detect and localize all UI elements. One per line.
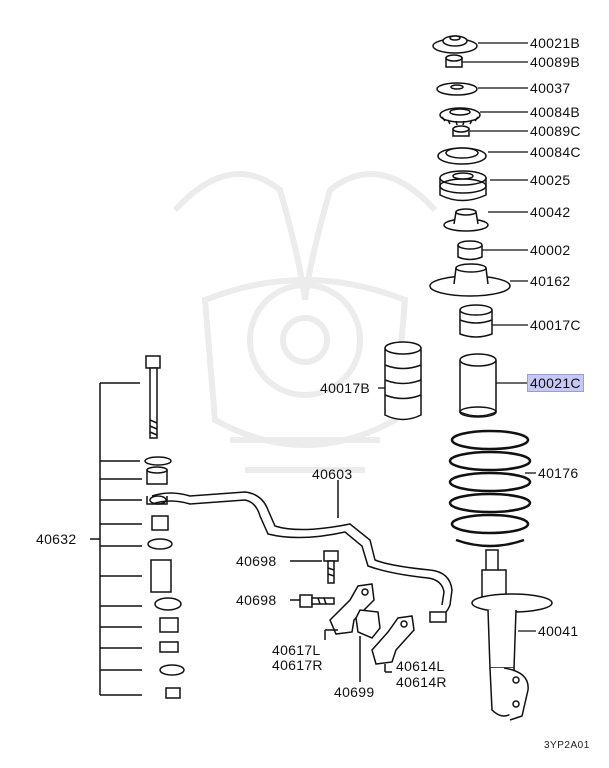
part-label-40089c[interactable]: 40089C xyxy=(530,123,581,139)
strut-40041 xyxy=(471,549,553,721)
bracket-40614 xyxy=(371,615,415,673)
part-label-40698-upper[interactable]: 40698 xyxy=(236,553,277,569)
watermark-logo xyxy=(172,171,438,473)
part-label-40603[interactable]: 40603 xyxy=(312,466,353,482)
part-label-40699[interactable]: 40699 xyxy=(334,684,375,700)
part-label-40021b[interactable]: 40021B xyxy=(530,35,581,51)
part-label-40021c-highlighted[interactable]: 40021C xyxy=(527,374,584,392)
part-label-40614l[interactable]: 40614L xyxy=(396,658,445,674)
nut-40089c xyxy=(452,125,470,137)
part-label-40002[interactable]: 40002 xyxy=(530,242,571,258)
coil-spring-40176 xyxy=(448,429,532,548)
part-label-40017b[interactable]: 40017B xyxy=(320,380,371,396)
part-label-40617r[interactable]: 40617R xyxy=(272,657,323,673)
part-label-40084b[interactable]: 40084B xyxy=(530,104,581,120)
insulator-40025 xyxy=(439,170,487,202)
part-label-40084c[interactable]: 40084C xyxy=(530,144,581,160)
link-bolt-stack-40632 xyxy=(90,355,185,699)
part-label-40176[interactable]: 40176 xyxy=(538,465,579,481)
dust-boot-40017b xyxy=(384,341,422,421)
part-label-40617l[interactable]: 40617L xyxy=(272,642,321,658)
bushing-40699 xyxy=(355,609,381,682)
stabilizer-bar-40603 xyxy=(149,480,453,623)
part-label-40041[interactable]: 40041 xyxy=(538,623,579,639)
part-label-40089b[interactable]: 40089B xyxy=(530,54,581,70)
spring-seat-40162 xyxy=(429,263,511,297)
part-label-40017c[interactable]: 40017C xyxy=(530,317,581,333)
seat-40042 xyxy=(443,208,489,232)
part-label-40162[interactable]: 40162 xyxy=(530,273,571,289)
upper-mount-40021b xyxy=(432,35,478,54)
nut-40089b xyxy=(445,54,463,68)
bracket-40617 xyxy=(324,583,375,640)
bolt-40698-lower xyxy=(290,594,335,608)
part-label-40042[interactable]: 40042 xyxy=(530,204,571,220)
bump-stop-40017c xyxy=(459,304,493,338)
diagram-code: 3YP2A01 xyxy=(544,740,590,751)
part-label-40698-lower[interactable]: 40698 xyxy=(236,592,277,608)
part-label-40614r[interactable]: 40614R xyxy=(396,674,447,690)
part-label-40632[interactable]: 40632 xyxy=(36,531,77,547)
bushing-40002 xyxy=(457,240,483,261)
part-label-40025[interactable]: 40025 xyxy=(530,172,571,188)
bearing-40084c xyxy=(437,147,487,165)
part-label-40037[interactable]: 40037 xyxy=(530,80,571,96)
bearing-40084b xyxy=(439,107,481,126)
washer-40037 xyxy=(436,82,478,96)
dust-boot-40021c xyxy=(459,353,497,418)
bolt-40698-upper xyxy=(290,550,339,584)
